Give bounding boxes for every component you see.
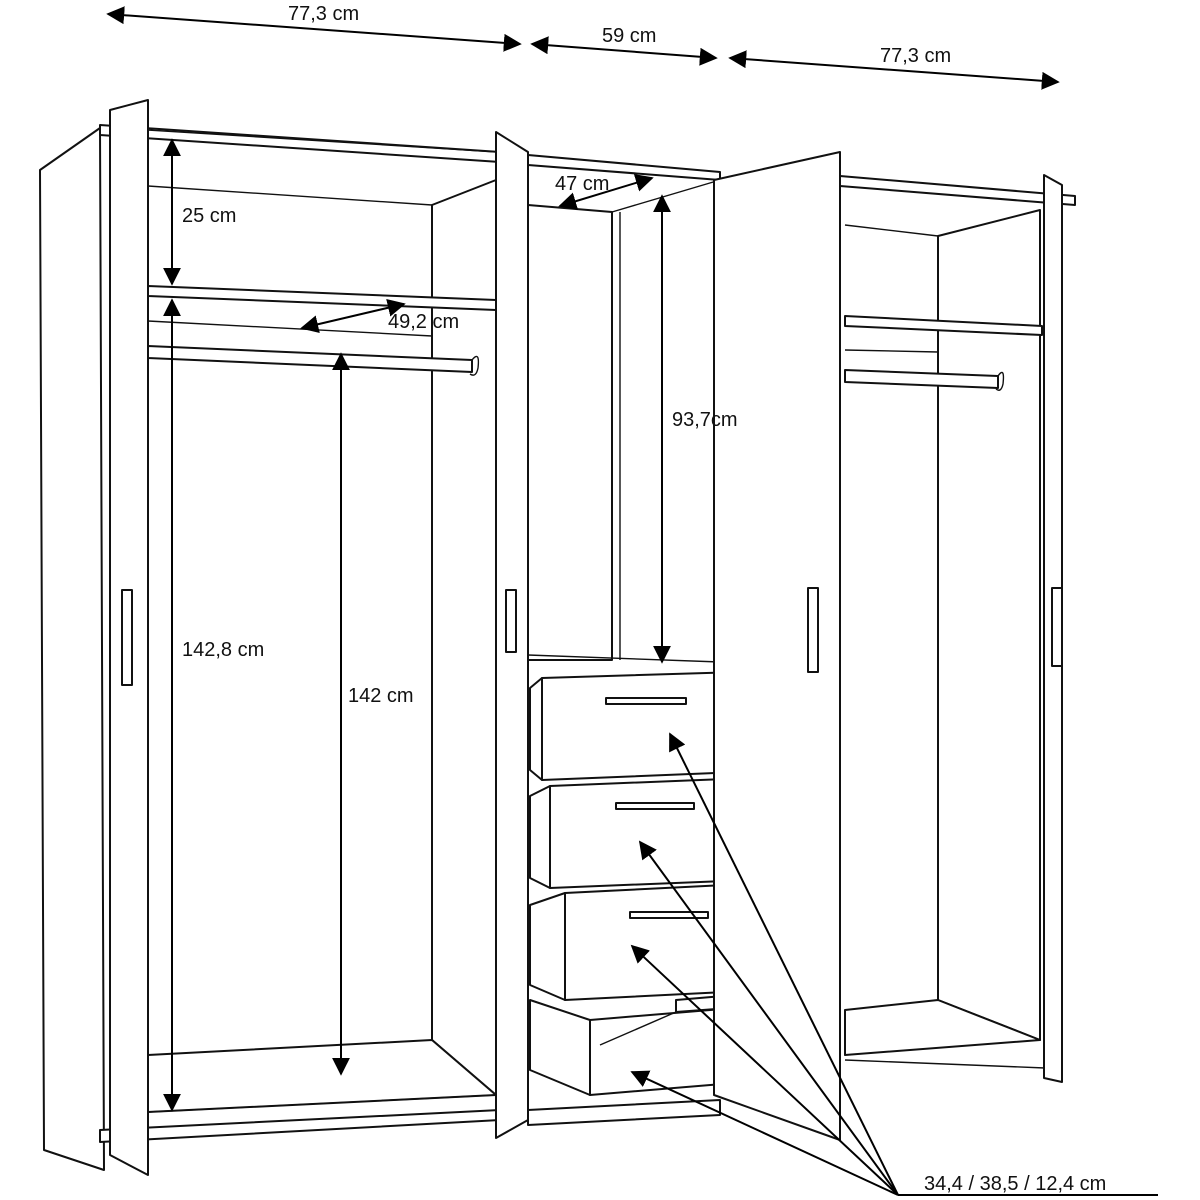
drawer-leader-3 <box>630 944 899 1196</box>
drawer-2[interactable] <box>529 777 751 889</box>
left-side-panel <box>39 127 105 1171</box>
right-shelf <box>844 315 1043 336</box>
left-center-door <box>495 131 529 1139</box>
middle-width-label: 59 cm <box>602 25 656 47</box>
shelf-depth-label: 49,2 cm <box>388 311 459 333</box>
right-door-handle <box>1051 587 1063 667</box>
left-side-height-label: 142,8 cm <box>182 639 264 661</box>
drawer-1-handle <box>605 697 687 705</box>
right-hanging-rail <box>844 369 999 389</box>
drawer-2-handle <box>615 802 695 810</box>
drawer-3-handle <box>629 911 709 919</box>
drawer-sizes-label: 34,4 / 38,5 / 12,4 cm <box>924 1173 1106 1195</box>
dimension-lines <box>106 6 1158 1196</box>
left-width-arrow <box>106 6 522 52</box>
dimension-labels: 77,3 cm 59 cm 77,3 cm 47 cm 25 cm 49,2 c… <box>182 3 1106 1195</box>
right-center-door <box>713 151 841 1141</box>
right-width-label: 77,3 cm <box>880 45 951 67</box>
middle-depth-label: 47 cm <box>555 173 609 195</box>
drawer-leader-4 <box>630 1070 899 1196</box>
middle-width-arrow <box>530 36 718 66</box>
drawer-leader-2 <box>638 840 899 1196</box>
hanging-height-label: 142 cm <box>348 685 414 707</box>
drawer-1[interactable] <box>529 671 741 781</box>
middle-upper-height-label: 93,7cm <box>672 409 738 431</box>
middle-depth-arrow <box>558 174 654 210</box>
left-hanging-rail <box>147 345 473 373</box>
top-compartment-label: 25 cm <box>182 205 236 227</box>
right-center-door-handle <box>807 587 819 673</box>
left-door-handle <box>121 589 133 686</box>
left-center-door-handle <box>505 589 517 653</box>
right-cabinet <box>839 174 1076 1083</box>
left-cabinet <box>39 99 501 1176</box>
right-width-arrow <box>728 50 1060 90</box>
drawer-leader-1 <box>669 732 899 1196</box>
left-width-label: 77,3 cm <box>288 3 359 25</box>
shelf-depth-arrow <box>300 298 406 334</box>
